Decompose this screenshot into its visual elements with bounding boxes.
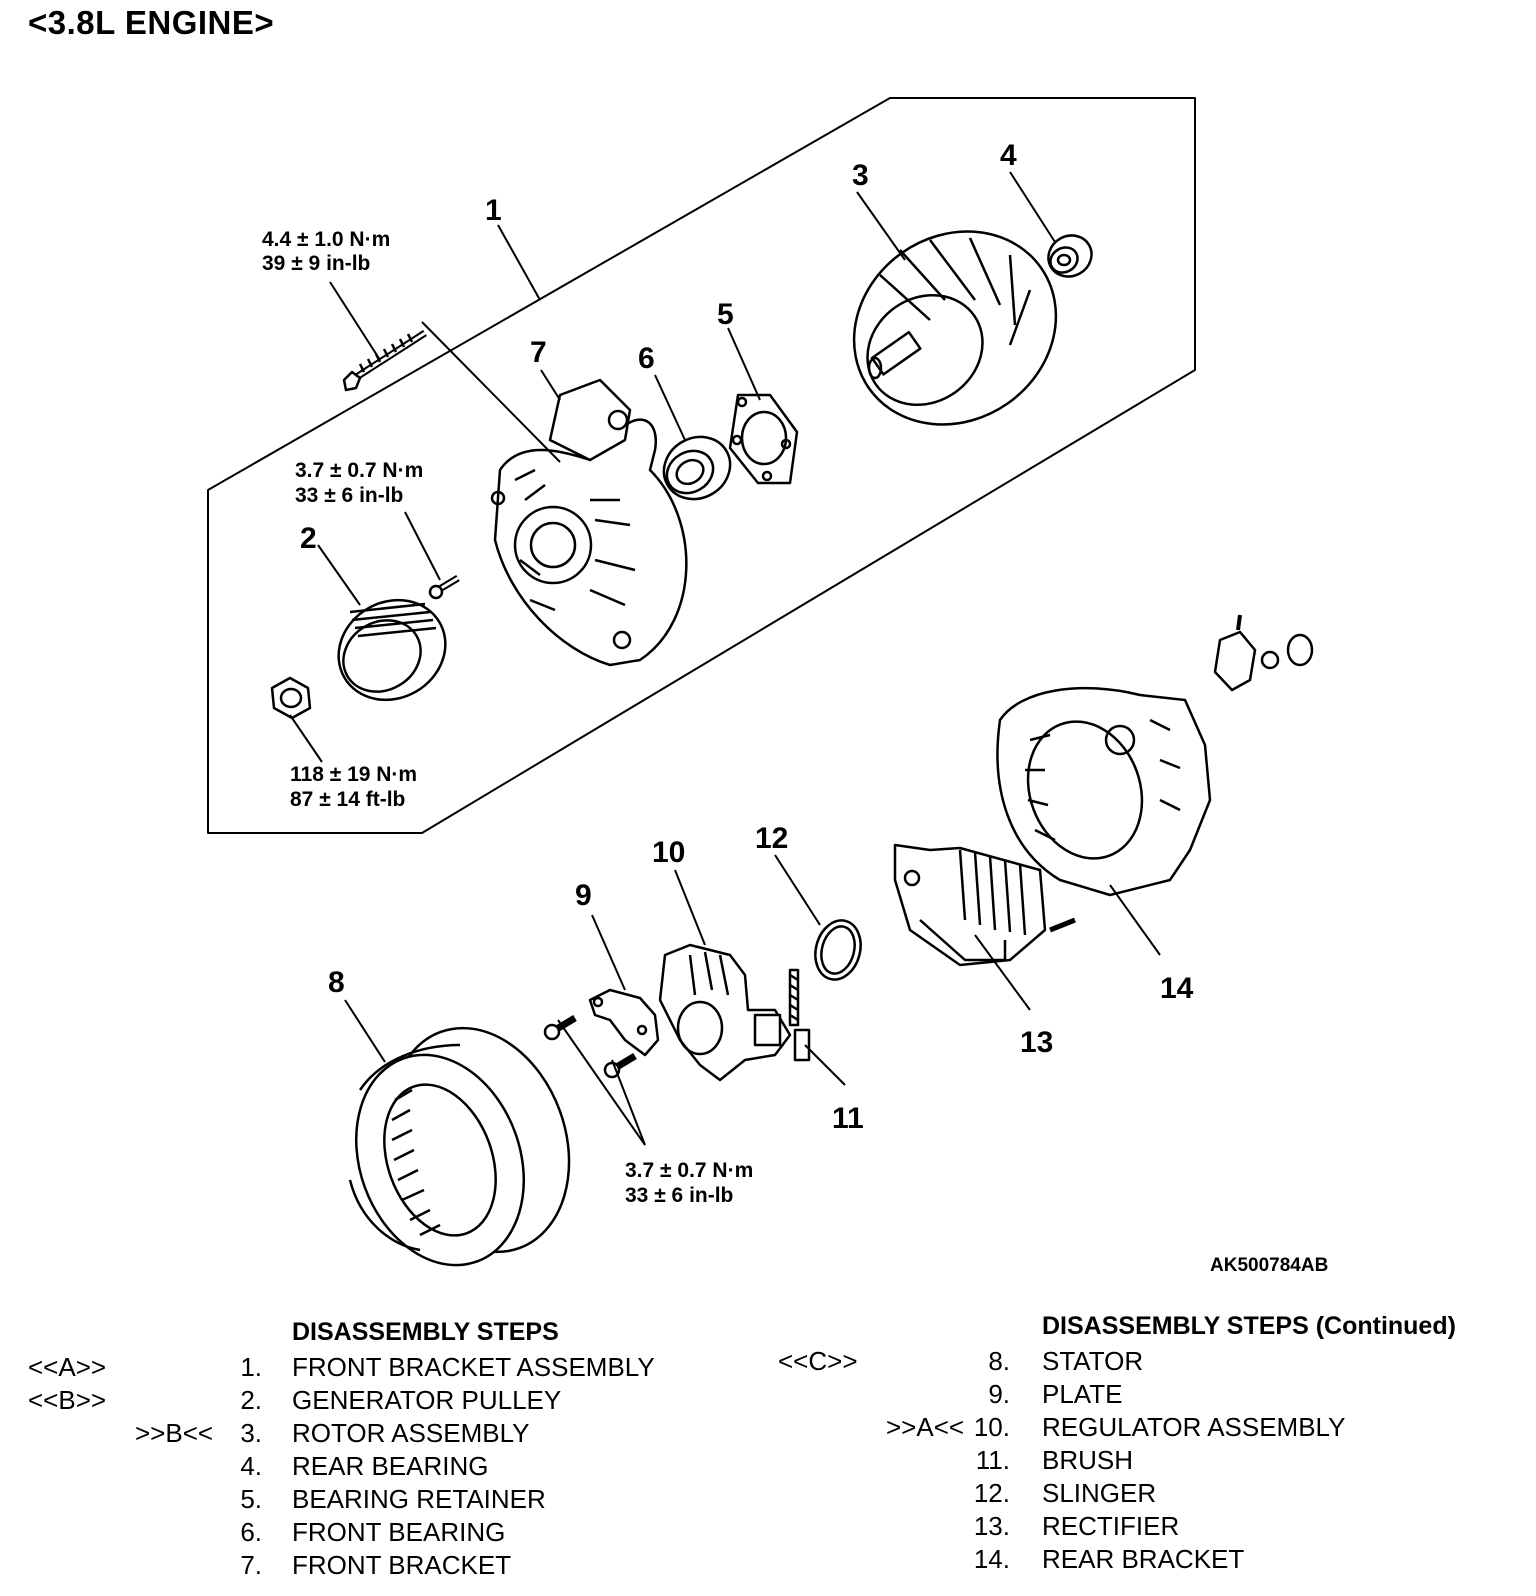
exploded-view-diagram: 1 2 3 4 5 6 7 8 9 10 11 12 13 14 4.4 ± 1… xyxy=(207,97,1314,1267)
callout-11: 11 xyxy=(832,1102,864,1135)
step-number: 12. xyxy=(973,1478,1010,1508)
step-label: REAR BEARING xyxy=(292,1451,489,1481)
callout-1: 1 xyxy=(485,194,502,227)
torque-3-metric: 118 ± 19 N·m xyxy=(290,763,417,786)
step-number: 14. xyxy=(973,1544,1010,1574)
step-number: 1. xyxy=(240,1352,262,1382)
assembly-group-outline xyxy=(207,97,1196,834)
callout-3: 3 xyxy=(852,159,869,192)
torque-3-imperial: 87 ± 14 ft-lb xyxy=(290,788,405,811)
slinger xyxy=(814,919,862,981)
callout-9: 9 xyxy=(575,879,592,912)
steps-heading: DISASSEMBLY STEPS xyxy=(292,1318,559,1346)
callout-10: 10 xyxy=(652,836,685,869)
callout-labels: 1 2 3 4 5 6 7 8 9 10 11 12 13 14 xyxy=(300,139,1194,1135)
stator xyxy=(348,1026,571,1267)
step-label: FRONT BEARING xyxy=(292,1517,506,1547)
callout-8: 8 xyxy=(328,966,345,999)
step-label: FRONT BRACKET xyxy=(292,1550,512,1580)
step-number: 13. xyxy=(973,1511,1010,1541)
torque-4-imperial: 33 ± 6 in-lb xyxy=(625,1184,733,1207)
figure-code: AK500784AB xyxy=(1210,1255,1329,1276)
front-bracket xyxy=(490,378,688,667)
steps-heading-continued: DISASSEMBLY STEPS (Continued) xyxy=(1042,1312,1456,1340)
front-bearing xyxy=(662,435,732,501)
step-number: 3. xyxy=(240,1418,262,1448)
step-number: 9. xyxy=(988,1379,1010,1409)
rectifier xyxy=(893,843,1076,967)
torque-2-metric: 3.7 ± 0.7 N·m xyxy=(295,459,423,482)
brush xyxy=(788,968,811,1062)
step-label: BRUSH xyxy=(1042,1445,1134,1475)
step-label: SLINGER xyxy=(1042,1478,1157,1508)
bracket-screw xyxy=(428,574,460,600)
step-label: RECTIFIER xyxy=(1042,1511,1180,1541)
leader-lines xyxy=(289,171,1161,1146)
callout-14: 14 xyxy=(1160,972,1194,1005)
callout-7: 7 xyxy=(530,336,547,369)
step-mark: >>B<< xyxy=(135,1418,214,1448)
torque-1-metric: 4.4 ± 1.0 N·m xyxy=(262,228,390,251)
bearing-retainer xyxy=(728,393,799,485)
regulator-assembly xyxy=(658,943,792,1082)
generator-pulley xyxy=(337,598,447,702)
step-mark: <<B>> xyxy=(28,1385,107,1415)
callout-5: 5 xyxy=(717,298,734,331)
step-number: 6. xyxy=(240,1517,262,1547)
pulley-nut xyxy=(270,676,312,720)
through-bolt xyxy=(342,330,427,392)
step-label: BEARING RETAINER xyxy=(292,1484,546,1514)
step-number: 7. xyxy=(240,1550,262,1580)
step-label: PLATE xyxy=(1042,1379,1123,1409)
callout-4: 4 xyxy=(1000,139,1017,172)
rotor-assembly xyxy=(852,230,1058,426)
step-label: REAR BRACKET xyxy=(1042,1544,1245,1574)
step-label: FRONT BRACKET ASSEMBLY xyxy=(292,1352,655,1382)
step-number: 8. xyxy=(988,1346,1010,1376)
step-number: 10. xyxy=(973,1412,1010,1442)
step-mark: >>A<< xyxy=(886,1412,965,1442)
step-mark: <<A>> xyxy=(28,1352,107,1382)
page-title: <3.8L ENGINE> xyxy=(28,4,275,41)
callout-2: 2 xyxy=(300,522,317,555)
step-mark: <<C>> xyxy=(778,1346,858,1376)
torque-specs: 4.4 ± 1.0 N·m 39 ± 9 in-lb 3.7 ± 0.7 N·m… xyxy=(262,228,753,1207)
callout-6: 6 xyxy=(638,342,655,375)
rear-bracket xyxy=(996,686,1212,897)
torque-2-imperial: 33 ± 6 in-lb xyxy=(295,484,403,507)
plate-screws xyxy=(543,1014,637,1079)
step-label: REGULATOR ASSEMBLY xyxy=(1042,1412,1346,1442)
callout-13: 13 xyxy=(1020,1026,1053,1059)
step-number: 5. xyxy=(240,1484,262,1514)
terminal-hardware xyxy=(1213,614,1314,692)
step-number: 2. xyxy=(240,1385,262,1415)
torque-4-metric: 3.7 ± 0.7 N·m xyxy=(625,1159,753,1182)
step-label: GENERATOR PULLEY xyxy=(292,1385,562,1415)
step-label: STATOR xyxy=(1042,1346,1144,1376)
callout-12: 12 xyxy=(755,822,788,855)
step-label: ROTOR ASSEMBLY xyxy=(292,1418,530,1448)
step-number: 11. xyxy=(975,1445,1010,1475)
torque-1-imperial: 39 ± 9 in-lb xyxy=(262,252,370,275)
plate xyxy=(588,988,660,1057)
step-number: 4. xyxy=(240,1451,262,1481)
rear-bearing xyxy=(1047,234,1093,278)
